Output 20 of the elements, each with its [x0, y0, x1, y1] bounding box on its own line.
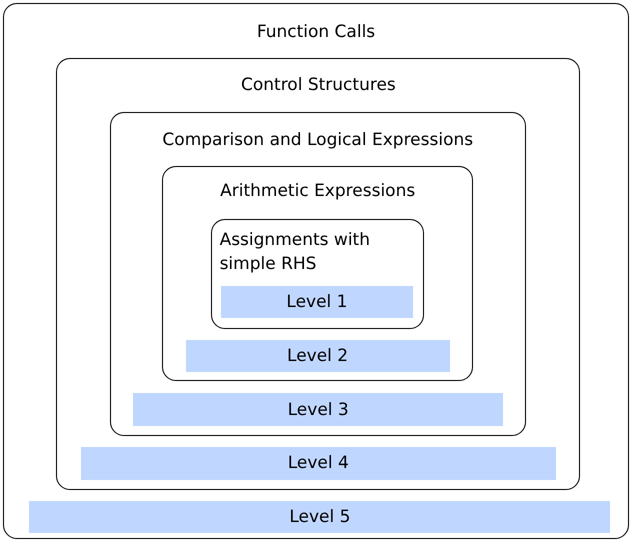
- level-bar: [186, 340, 450, 372]
- level-bar: [133, 393, 504, 426]
- nested-box: [210, 218, 424, 329]
- level-label: Level 4: [288, 452, 349, 476]
- level-bar: [80, 446, 556, 480]
- box-heading: Function Calls: [256, 21, 376, 44]
- level-bar: [220, 286, 413, 318]
- box-heading: Assignments with simple RHS: [220, 228, 371, 276]
- level-label: Level 3: [288, 398, 349, 422]
- box-heading: Arithmetic Expressions: [219, 180, 416, 204]
- level-label: Level 1: [286, 290, 348, 314]
- box-heading: Control Structures: [240, 74, 397, 98]
- nested-box: [162, 166, 474, 382]
- level-label: Level 5: [289, 506, 350, 530]
- nested-box: [110, 112, 526, 436]
- box-heading: Comparison and Logical Expressions: [161, 128, 474, 152]
- nested-box: [3, 3, 629, 539]
- level-label: Level 2: [287, 344, 348, 368]
- level-bar: [29, 501, 610, 534]
- nested-box: [56, 58, 580, 490]
